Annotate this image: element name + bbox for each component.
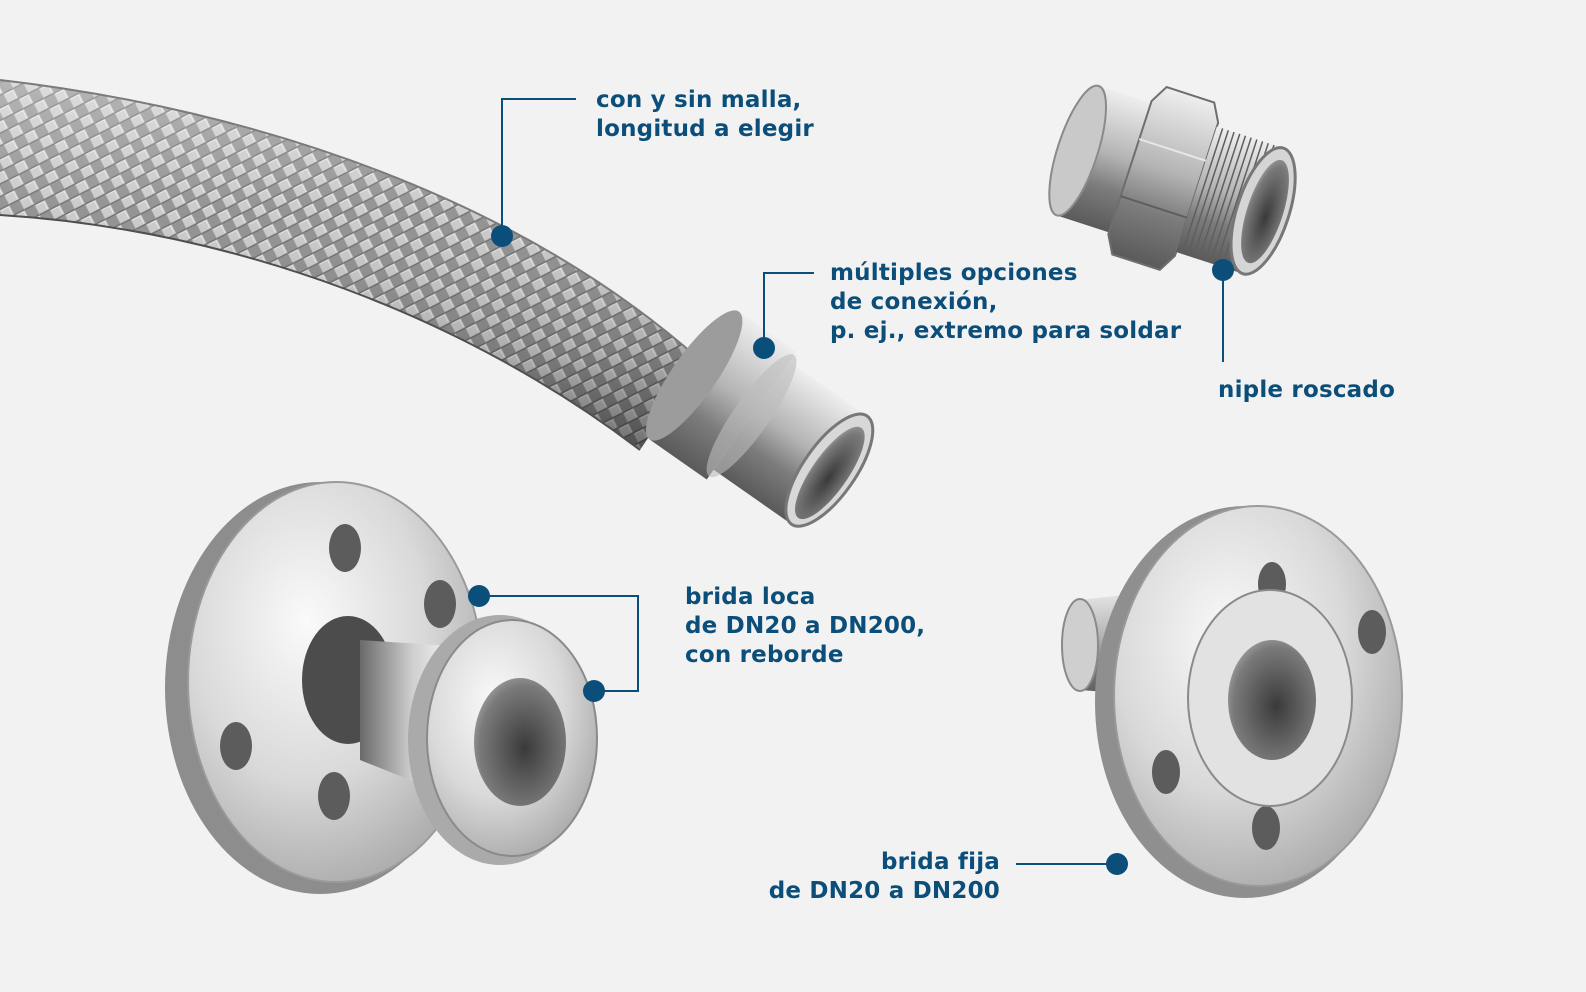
callout-dot-braid bbox=[491, 225, 513, 247]
callout-label-nipple: niple roscado bbox=[1218, 376, 1395, 405]
threaded-nipple-icon bbox=[1048, 84, 1297, 276]
callout-label-braid: con y sin malla, longitud a elegir bbox=[596, 86, 814, 144]
label-line: brida loca bbox=[685, 584, 816, 610]
callout-dot-nipple bbox=[1212, 259, 1234, 281]
callout-label-fixed-flange: brida fija de DN20 a DN200 bbox=[769, 848, 1000, 906]
callout-label-loose-flange: brida loca de DN20 a DN200, con reborde bbox=[685, 583, 925, 670]
label-line: p. ej., extremo para soldar bbox=[830, 318, 1182, 344]
callout-lines bbox=[479, 98, 1224, 865]
fixed-flange-icon bbox=[1061, 505, 1403, 898]
label-line: de conexión, bbox=[830, 289, 998, 315]
callout-dot-loose-flange-top bbox=[468, 585, 490, 607]
label-line: longitud a elegir bbox=[596, 116, 814, 142]
label-line: múltiples opciones bbox=[830, 260, 1078, 286]
callout-dot-loose-flange-bottom bbox=[583, 680, 605, 702]
label-line: brida fija bbox=[881, 849, 1000, 875]
label-line: de DN20 a DN200 bbox=[768, 878, 1000, 904]
callout-dot-fixed-flange bbox=[1106, 853, 1128, 875]
label-line: de DN20 a DN200, bbox=[685, 613, 926, 639]
label-line: con reborde bbox=[685, 642, 844, 668]
label-line: con y sin malla, bbox=[596, 87, 802, 113]
callout-dots bbox=[468, 225, 1234, 875]
callout-dot-connection bbox=[753, 337, 775, 359]
label-line: niple roscado bbox=[1218, 377, 1396, 403]
loose-flange-icon bbox=[165, 481, 598, 894]
braided-hose-icon bbox=[0, 79, 701, 451]
callout-label-connection: múltiples opciones de conexión, p. ej., … bbox=[830, 259, 1181, 346]
